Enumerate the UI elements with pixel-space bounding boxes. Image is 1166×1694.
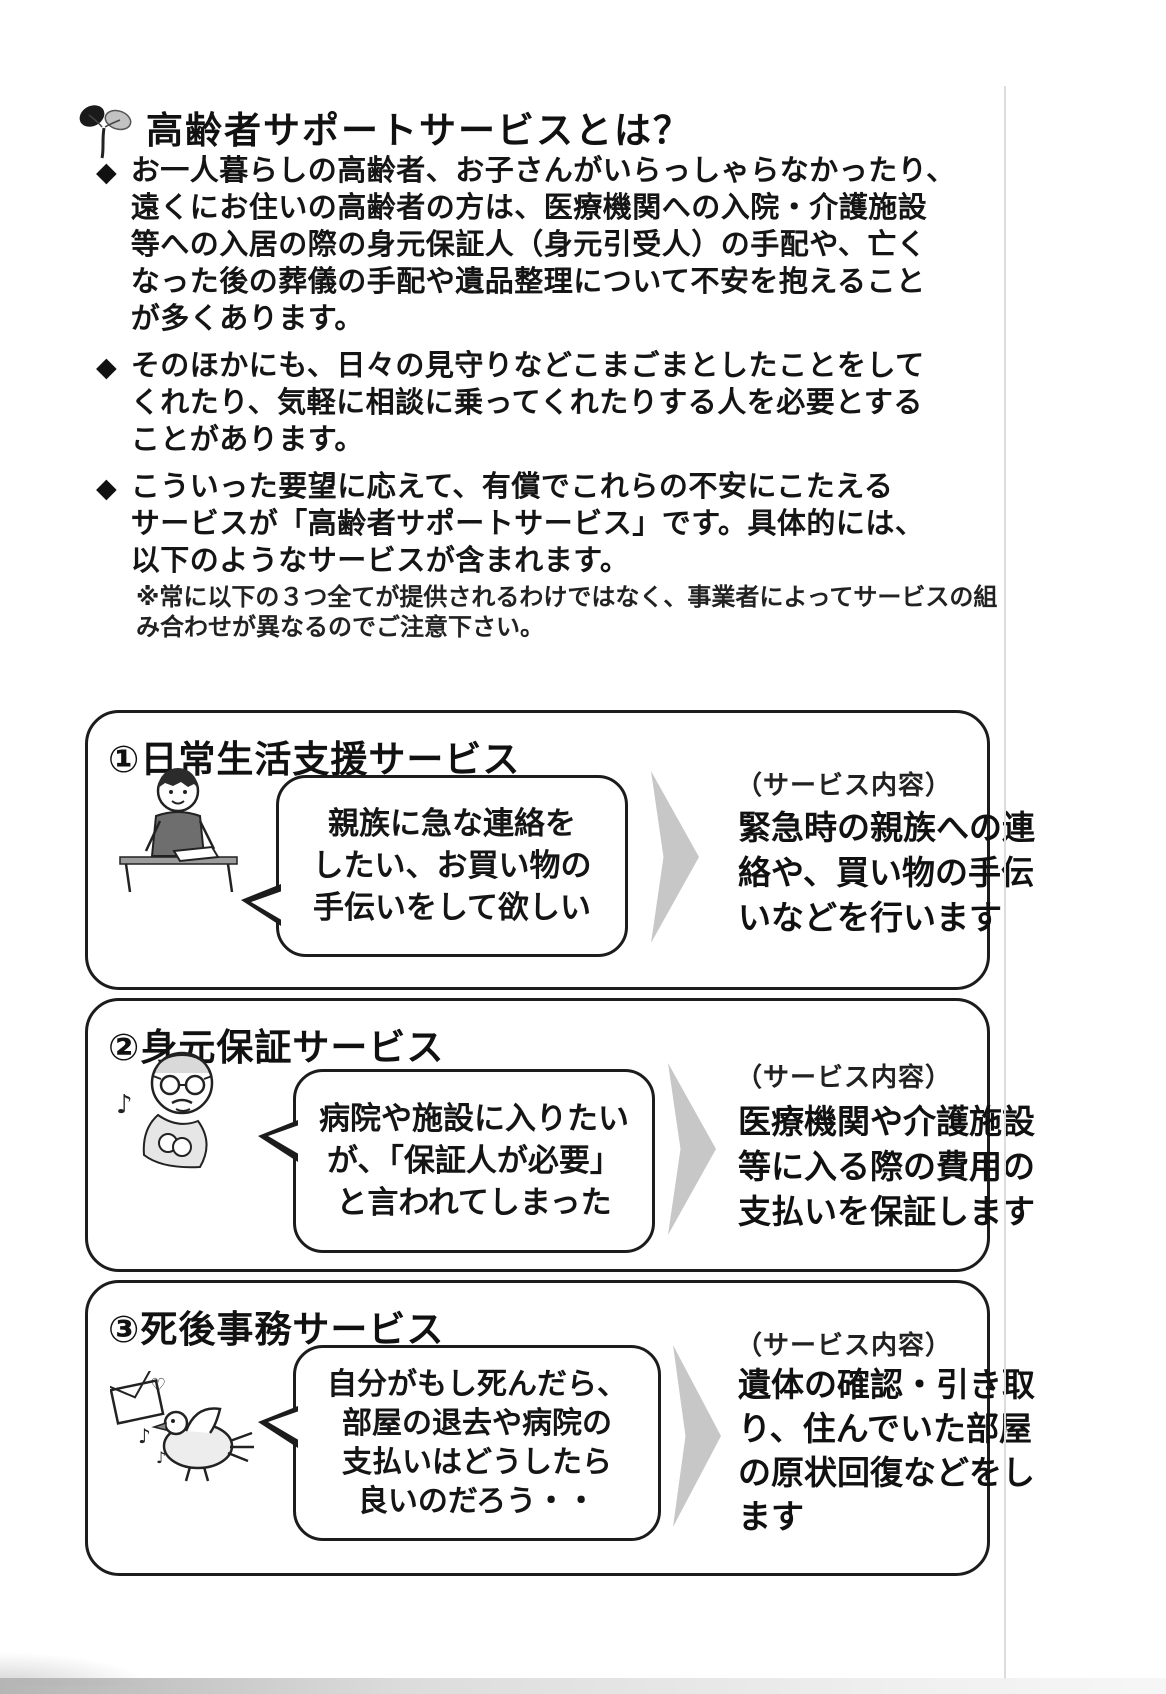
bullet-text: お一人暮らしの高齢者、お子さんがいらっしゃらなかったり、 遠くにお住いの高齢者の…	[130, 153, 956, 335]
scan-artifact-right-line	[1004, 86, 1006, 1680]
service-content-label: （サービス内容）	[736, 1063, 953, 1093]
right-arrow-icon	[673, 1345, 721, 1527]
bullet-paragraph: ◆ お一人暮らしの高齢者、お子さんがいらっしゃらなかったり、 遠くにお住いの高齢…	[96, 152, 1016, 337]
speech-bubble-text: 病院や施設に入りたい が、「保証人が必要」 と言われてしまった	[319, 1101, 629, 1221]
diamond-bullet-icon: ◆	[96, 473, 117, 504]
service-description: 緊急時の親族への連 絡や、買い物の手伝 いなどを行います	[738, 808, 1035, 937]
svg-text:♡: ♡	[150, 1375, 166, 1396]
service-card-daily-support: ①日常生活支援サービス 親族に急な連絡を したい、お買い物の 手伝いをして欲しい…	[85, 710, 1035, 990]
svg-text:♪: ♪	[116, 1090, 133, 1120]
bullet-paragraph: ◆ こういった要望に応えて、有償でこれらの不安にこたえる サービスが「高齢者サポ…	[96, 468, 1016, 579]
speech-bubble-text: 自分がもし死んだら、 部屋の退去や病院の 支払いはどうしたら 良いのだろう・・	[327, 1367, 627, 1519]
man-at-desk-illustration	[116, 761, 241, 896]
speech-bubble: 自分がもし死んだら、 部屋の退去や病院の 支払いはどうしたら 良いのだろう・・	[258, 1345, 661, 1541]
diamond-bullet-icon: ◆	[96, 157, 117, 188]
service-card-after-death: ③死後事務サービス ♡ ♪ ♪ 自分がもし死んだら、 部屋の退去や病院の 支払い…	[85, 1280, 1035, 1576]
scan-artifact-bottom-band	[0, 1678, 1166, 1694]
page-title: 高齢者サポートサービスとは？	[146, 109, 692, 152]
bullet-text: そのほかにも、日々の見守りなどこまごまとしたことをして くれたり、気軽に相談に乗…	[130, 348, 925, 456]
speech-bubble: 親族に急な連絡を したい、お買い物の 手伝いをして欲しい	[241, 775, 628, 957]
bullet-text: こういった要望に応えて、有償でこれらの不安にこたえる サービスが「高齢者サポート…	[130, 469, 925, 577]
elderly-man-illustration: ♪	[110, 1035, 240, 1180]
speech-bubble-text: 親族に急な連絡を したい、お買い物の 手伝いをして欲しい	[312, 806, 592, 926]
dove-with-letter-illustration: ♡ ♪ ♪	[110, 1371, 260, 1496]
service-heading: ③死後事務サービス	[108, 1308, 445, 1351]
service-description: 医療機関や介護施設 等に入る際の費用の 支払いを保証します	[738, 1102, 1035, 1231]
svg-text:♪: ♪	[156, 1448, 166, 1467]
diamond-bullet-icon: ◆	[96, 352, 117, 383]
scan-artifact-smudge	[0, 1652, 150, 1686]
caution-note: ※常に以下の３つ全てが提供されるわけではなく、事業者によってサービスの組 み合わ…	[136, 583, 998, 641]
right-arrow-icon	[651, 771, 699, 943]
svg-text:♪: ♪	[138, 1424, 151, 1448]
speech-bubble: 病院や施設に入りたい が、「保証人が必要」 と言われてしまった	[258, 1069, 655, 1253]
sprout-icon	[74, 94, 140, 160]
service-description: 遺体の確認・引き取 り、住んでいた部屋 の原状回復などをし ます	[738, 1365, 1035, 1536]
service-card-guarantor: ②身元保証サービス ♪ 病院や施設に入りたい が、「保証人が必要」 と言われてし…	[85, 998, 1035, 1272]
bullet-paragraph: ◆ そのほかにも、日々の見守りなどこまごまとしたことをして くれたり、気軽に相談…	[96, 347, 1016, 458]
service-content-label: （サービス内容）	[736, 771, 953, 801]
service-content-label: （サービス内容）	[736, 1331, 953, 1361]
right-arrow-icon	[668, 1063, 716, 1235]
